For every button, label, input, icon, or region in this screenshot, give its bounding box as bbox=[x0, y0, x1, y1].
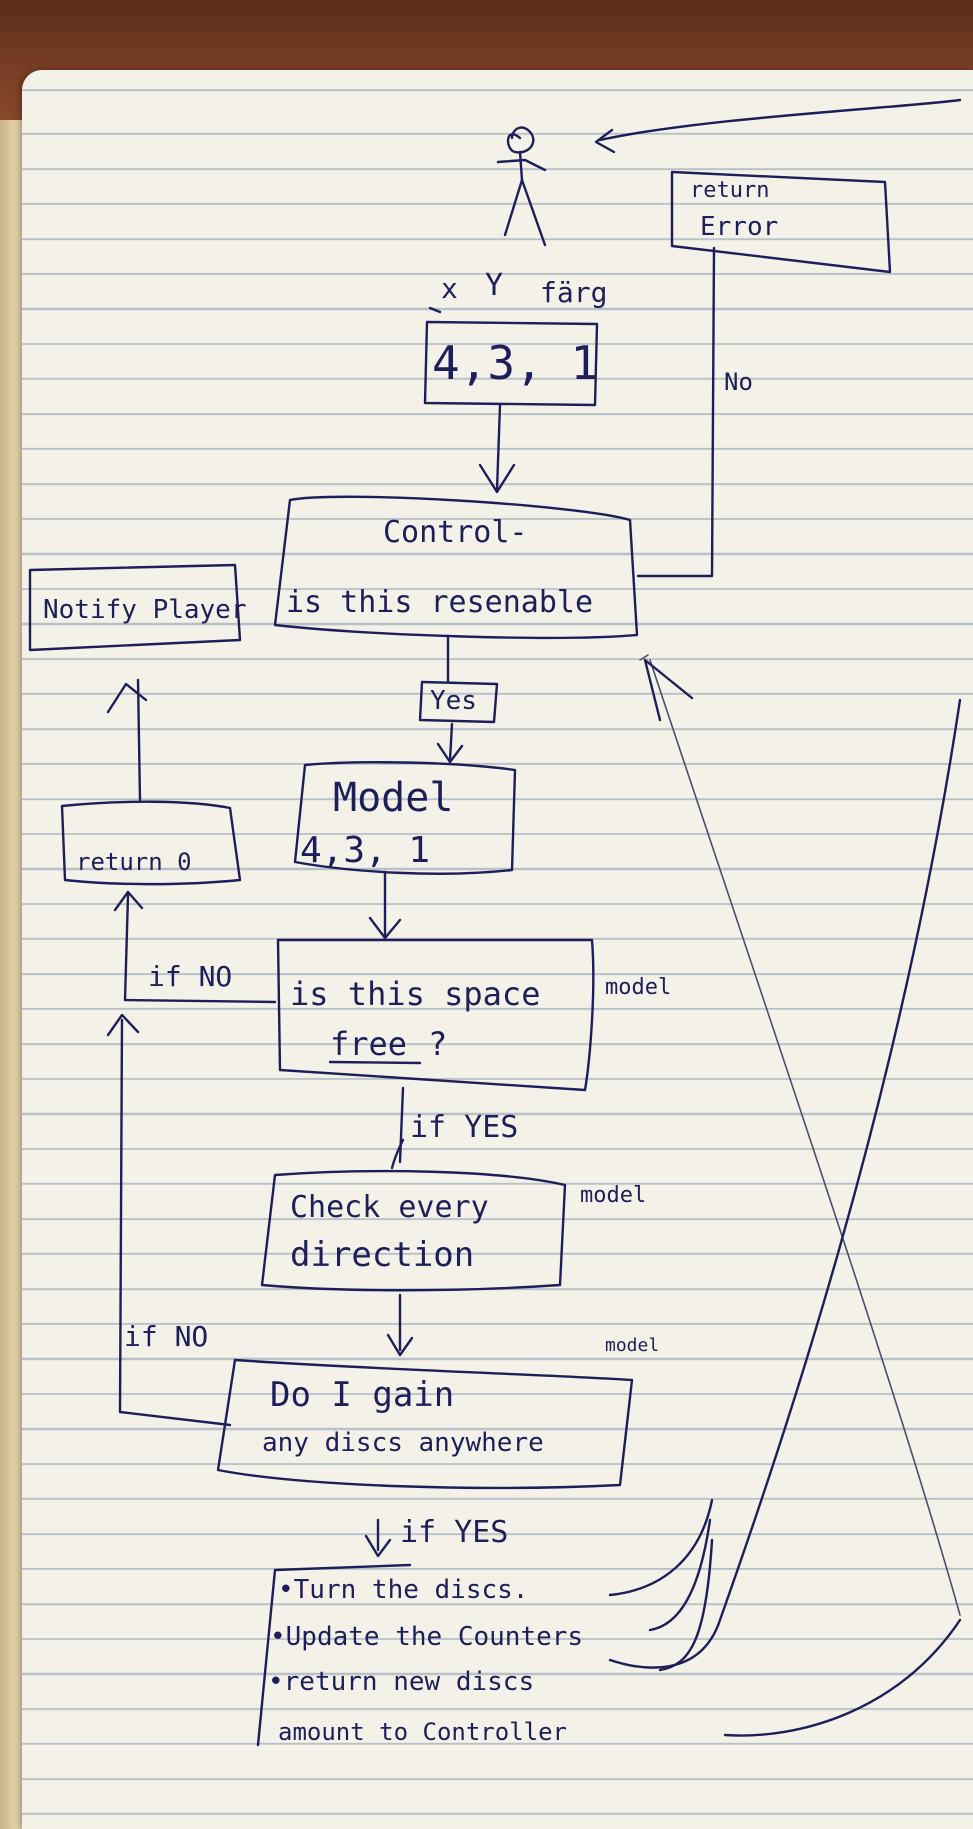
arrow-return0-to-notify bbox=[136, 678, 142, 802]
gain-line1: Do I gain bbox=[270, 1375, 455, 1415]
no-branch-line bbox=[636, 246, 716, 578]
space-line1: is this space bbox=[290, 975, 541, 1013]
space-suffix: ? bbox=[428, 1025, 448, 1063]
yes-label: Yes bbox=[430, 686, 477, 716]
notebook-page bbox=[22, 70, 973, 1829]
if-no-label-1: if NO bbox=[148, 960, 233, 993]
final-step-3: •return new discs bbox=[268, 1667, 535, 1697]
error-line2: Error bbox=[700, 212, 779, 242]
final-step-1: •Turn the discs. bbox=[278, 1575, 529, 1605]
direction-tag: model bbox=[580, 1183, 647, 1208]
error-line1: return bbox=[690, 178, 770, 203]
gain-tag: model bbox=[605, 1335, 660, 1356]
arrow-input-to-controller bbox=[495, 403, 502, 492]
return-to-controller-line bbox=[649, 659, 961, 1616]
if-no-line-2 bbox=[118, 1018, 232, 1427]
notify-label: Notify Player bbox=[43, 595, 247, 625]
label-y: Y bbox=[485, 268, 504, 303]
input-box-outline bbox=[423, 320, 599, 407]
model-box-outline bbox=[293, 761, 517, 875]
controller-return-arrowhead bbox=[643, 658, 694, 722]
space-box-outline bbox=[276, 938, 595, 1092]
direction-box-outline bbox=[260, 1169, 567, 1292]
return-curve-3 bbox=[658, 1538, 714, 1672]
direction-line1: Check every bbox=[290, 1190, 489, 1225]
controller-line2: is this resenable bbox=[286, 585, 594, 620]
user-stick-figure bbox=[496, 126, 547, 247]
error-box-outline bbox=[670, 170, 892, 274]
if-yes-label-2: if YES bbox=[400, 1515, 509, 1550]
gain-line2: any discs anywhere bbox=[262, 1428, 544, 1458]
return-zero-label: return 0 bbox=[76, 848, 192, 876]
return-curve-main bbox=[608, 698, 962, 1669]
space-line2: free bbox=[330, 1025, 408, 1063]
model-line1: Model bbox=[333, 775, 454, 821]
label-x: x bbox=[441, 272, 458, 305]
return-to-user-arrow bbox=[598, 98, 962, 142]
if-no-line-1 bbox=[123, 893, 277, 1004]
return-curve-2 bbox=[648, 1518, 712, 1632]
gain-box-outline bbox=[216, 1358, 634, 1490]
space-tag: model bbox=[605, 975, 672, 1000]
model-line2: 4,3, 1 bbox=[300, 830, 431, 871]
input-values: 4,3, 1 bbox=[432, 336, 599, 390]
final-step-2: •Update the Counters bbox=[270, 1622, 584, 1652]
direction-line2: direction bbox=[290, 1235, 475, 1275]
yes-box-outline bbox=[418, 680, 499, 724]
return-curve-1 bbox=[608, 1498, 714, 1597]
notify-box-outline bbox=[28, 563, 242, 652]
final-steps-bracket bbox=[256, 1563, 412, 1747]
no-label: No bbox=[724, 368, 753, 396]
return0-box-outline bbox=[60, 800, 242, 886]
if-yes-label-1: if YES bbox=[410, 1110, 519, 1145]
if-no-label-2: if NO bbox=[124, 1320, 209, 1353]
label-color: färg bbox=[540, 276, 608, 309]
final-step-4: amount to Controller bbox=[278, 1718, 567, 1746]
return-curve-4 bbox=[723, 1618, 962, 1737]
controller-line1: Control- bbox=[383, 515, 528, 550]
controller-box-outline bbox=[273, 495, 639, 640]
